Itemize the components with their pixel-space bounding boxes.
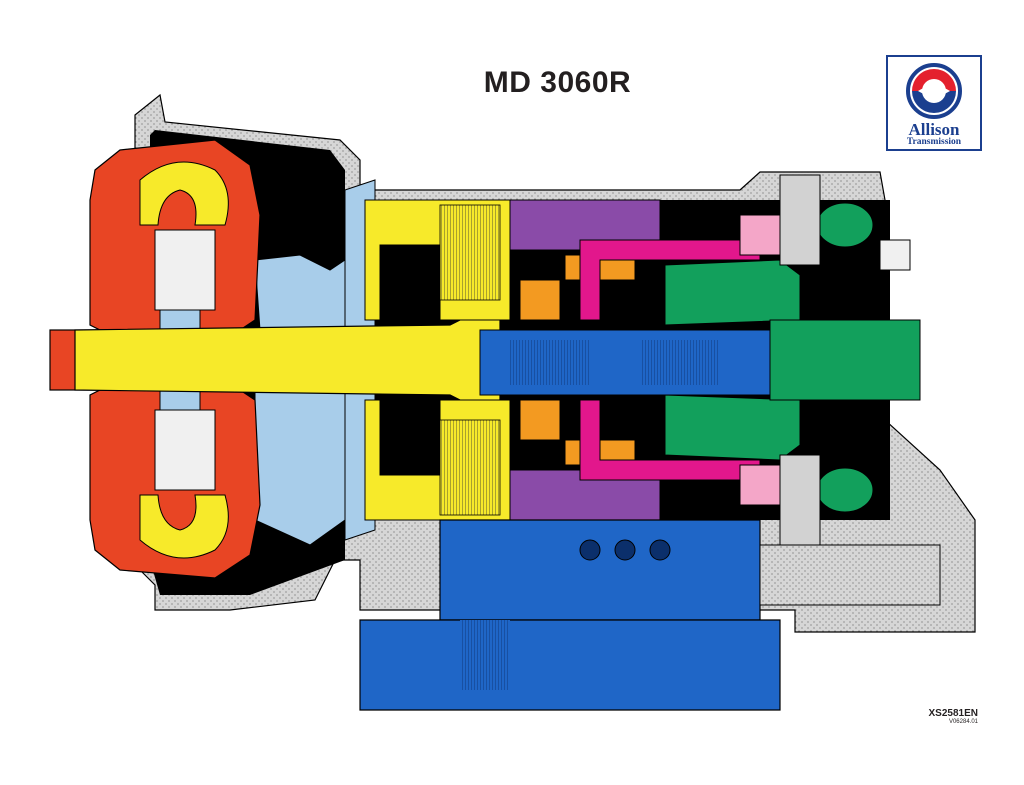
rear-casting: [759, 544, 941, 606]
logo-line2: Transmission: [906, 137, 962, 147]
logo-line1: Allison: [908, 120, 960, 139]
drawing-subcode: V06284.01: [948, 719, 978, 725]
allison-logo: Allison Transmission: [886, 55, 982, 151]
turbine-impeller: [139, 161, 229, 559]
output-section: [664, 202, 921, 513]
drawing-code: XS2581EN: [928, 708, 978, 719]
pink-parts: [739, 214, 786, 506]
main-shaft: [479, 329, 771, 396]
diagram-title: MD 3060R: [483, 66, 632, 99]
control-valve-body: [359, 519, 781, 711]
allison-emblem-icon: [906, 63, 962, 119]
rotating-clutches: [364, 199, 511, 521]
